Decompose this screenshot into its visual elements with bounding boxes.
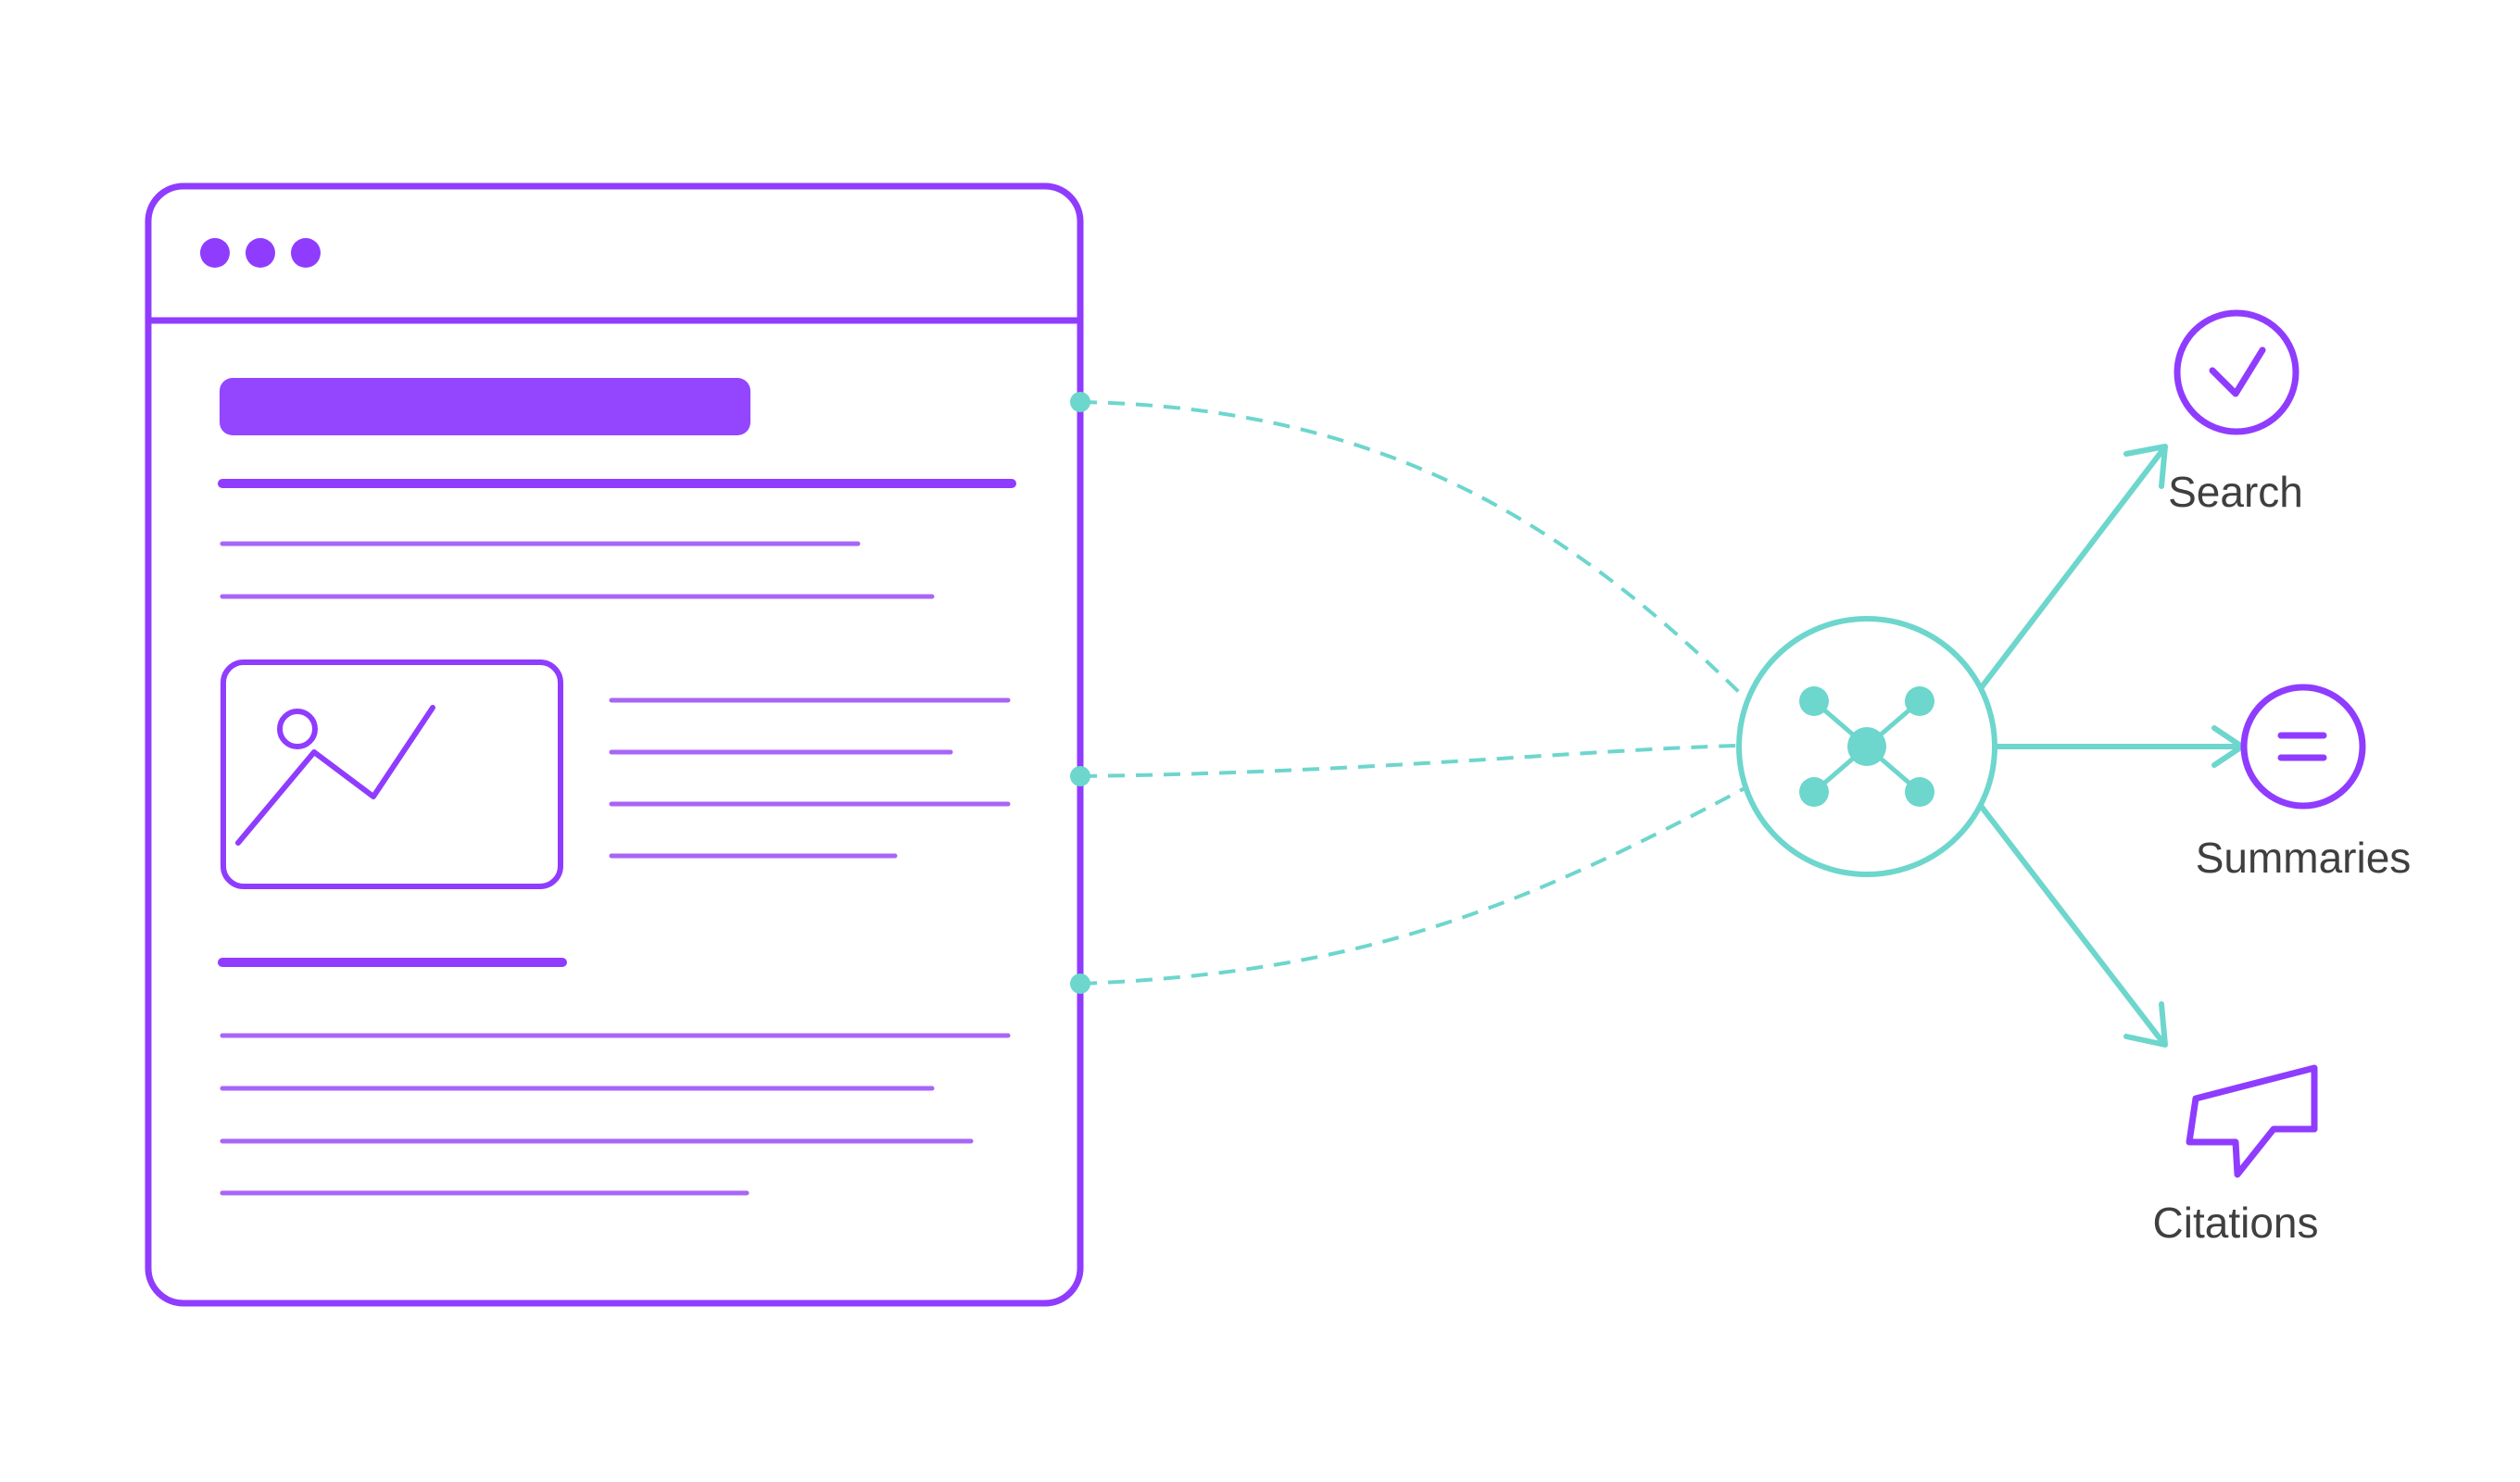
window-dots — [200, 238, 321, 268]
window-dot — [291, 238, 321, 268]
connector-top — [1079, 400, 1758, 710]
arrow-to-search — [1978, 444, 2168, 691]
equals-circle-icon — [2240, 684, 2366, 810]
connector-anchor-dot — [1070, 973, 1090, 994]
speech-bubble-icon — [2186, 1064, 2318, 1178]
check-circle-icon — [2174, 309, 2300, 435]
window-dot — [200, 238, 230, 268]
document-window — [145, 182, 1084, 1307]
network-nodes-icon — [1736, 616, 1997, 877]
output-arrows — [1978, 444, 2245, 1048]
document-frame — [145, 182, 1084, 1307]
document-title-block — [220, 378, 750, 435]
output-label-citations: Citations — [2152, 1199, 2319, 1247]
document-hub-connectors — [1070, 392, 1758, 994]
connector-bottom — [1079, 785, 1747, 986]
window-dot — [246, 238, 275, 268]
arrow-to-summaries — [1992, 725, 2245, 768]
connector-anchor-dot — [1070, 766, 1090, 786]
connector-middle — [1079, 744, 1738, 778]
connector-anchor-dot — [1070, 392, 1090, 412]
output-label-search: Search — [2168, 468, 2303, 516]
chart-image-icon — [220, 659, 563, 889]
arrow-to-citations — [1978, 803, 2168, 1048]
output-label-summaries: Summaries — [2195, 834, 2412, 882]
